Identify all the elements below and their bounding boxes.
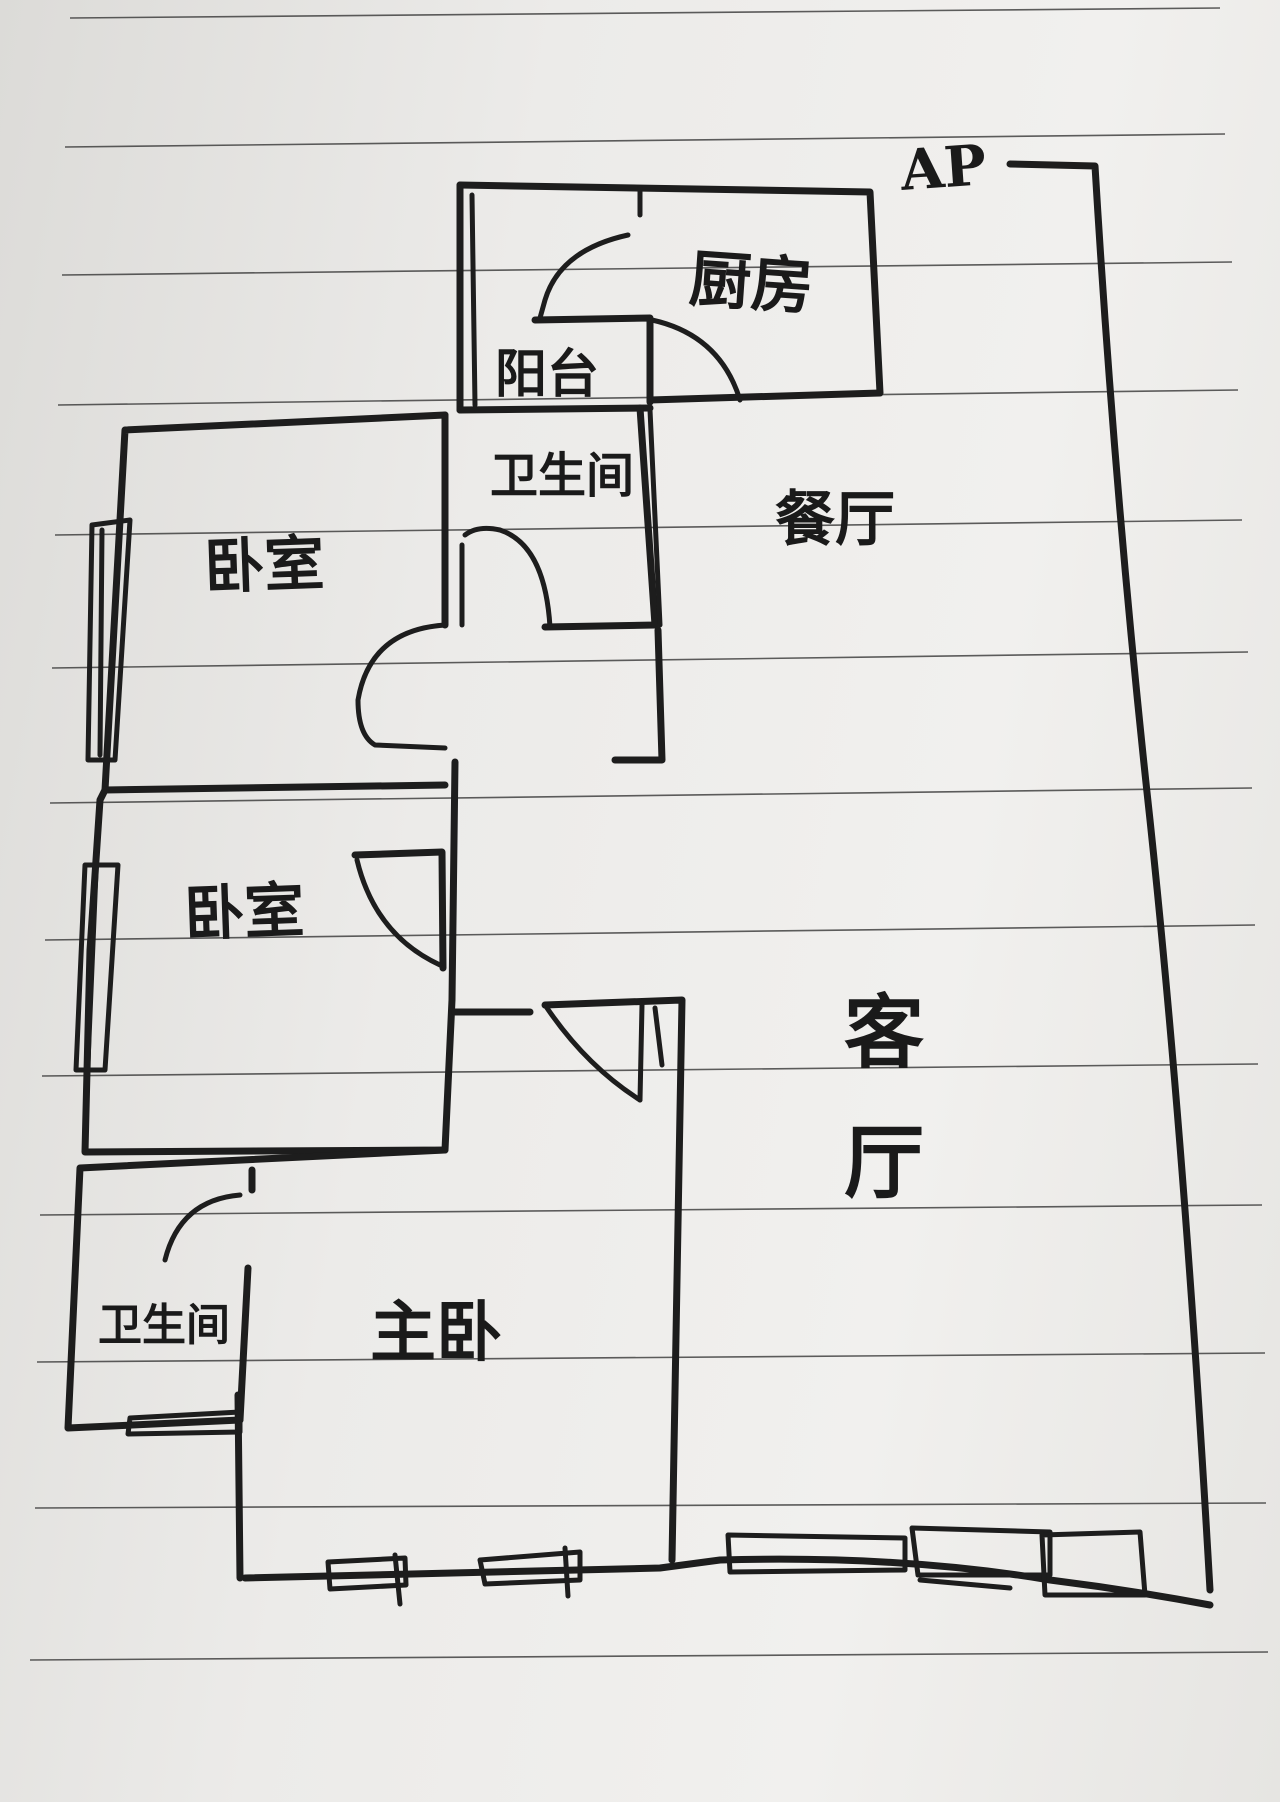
label-living-room: 客厅 xyxy=(831,990,925,1250)
label-balcony: 阳台 xyxy=(495,344,599,405)
bottom-windows xyxy=(325,1525,1148,1607)
corridor-partition xyxy=(451,996,686,1564)
label-master-bedroom: 主卧 xyxy=(370,1293,502,1371)
outer-walls xyxy=(234,160,1214,1609)
label-master-bathroom: 卫生间 xyxy=(98,1300,230,1351)
kitchen-balcony-block xyxy=(456,181,884,414)
label-bathroom-top: 卫生间 xyxy=(490,448,634,504)
label-ac: AP xyxy=(897,132,988,204)
label-bedroom-2: 卧室 xyxy=(183,876,305,950)
bedroom-2-block xyxy=(73,758,459,1156)
master-block xyxy=(64,1146,449,1437)
label-bedroom-1: 卧室 xyxy=(203,529,325,603)
bathroom-top-block xyxy=(441,404,666,764)
label-kitchen: 厨房 xyxy=(687,242,816,323)
bedroom-1-block xyxy=(85,411,449,794)
label-dining: 餐厅 xyxy=(775,485,895,555)
